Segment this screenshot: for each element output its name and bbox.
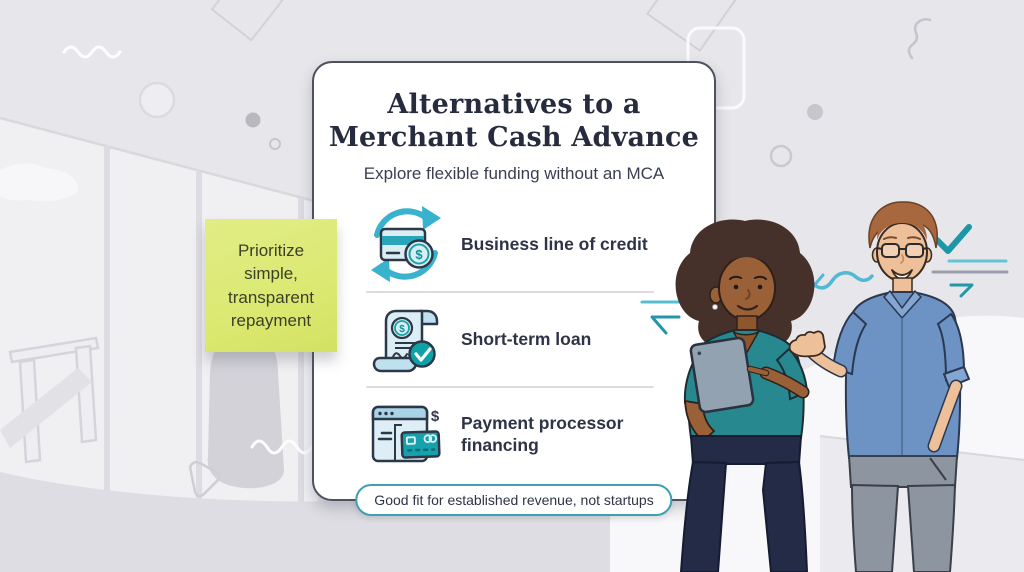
list-item-payment-processor-financing: $ Payment processor financing <box>314 388 714 481</box>
card-title: Alternatives to a Merchant Cash Advance <box>314 89 714 155</box>
item-label: Short-term loan <box>461 329 592 349</box>
list-item-short-term-loan: $ Short-term loan <box>314 293 714 386</box>
card-title-line-1: Alternatives to a <box>387 89 641 120</box>
loan-document-icon: $ <box>372 310 439 373</box>
teal-checkmark <box>934 224 972 254</box>
squiggle-line <box>62 45 122 59</box>
card-title-line-2: Merchant Cash Advance <box>328 121 700 153</box>
credit-cycle-icon: $ <box>371 206 441 283</box>
card-subtitle: Explore flexible funding without an MCA <box>363 163 665 183</box>
dollar-glyph: $ <box>431 408 440 425</box>
dollar-glyph: $ <box>415 247 423 262</box>
footer-pill: Good fit for established revenue, not st… <box>355 484 673 516</box>
sticky-note: Prioritize simple, transparent repayment <box>205 219 337 352</box>
alternatives-card: Alternatives to a Merchant Cash Advance … <box>312 61 716 516</box>
dollar-glyph: $ <box>399 324 405 335</box>
processor-window-icon: $ <box>371 406 441 463</box>
item-label: Business line of credit <box>461 234 648 254</box>
item-label: Payment processor financing <box>461 412 624 456</box>
funding-options-list: $ Business line of credit $ <box>314 198 714 481</box>
sticky-note-text: Prioritize simple, transparent repayment <box>228 240 314 330</box>
man-gesturing <box>788 201 970 572</box>
list-item-business-line-of-credit: $ Business line of credit <box>314 198 714 291</box>
